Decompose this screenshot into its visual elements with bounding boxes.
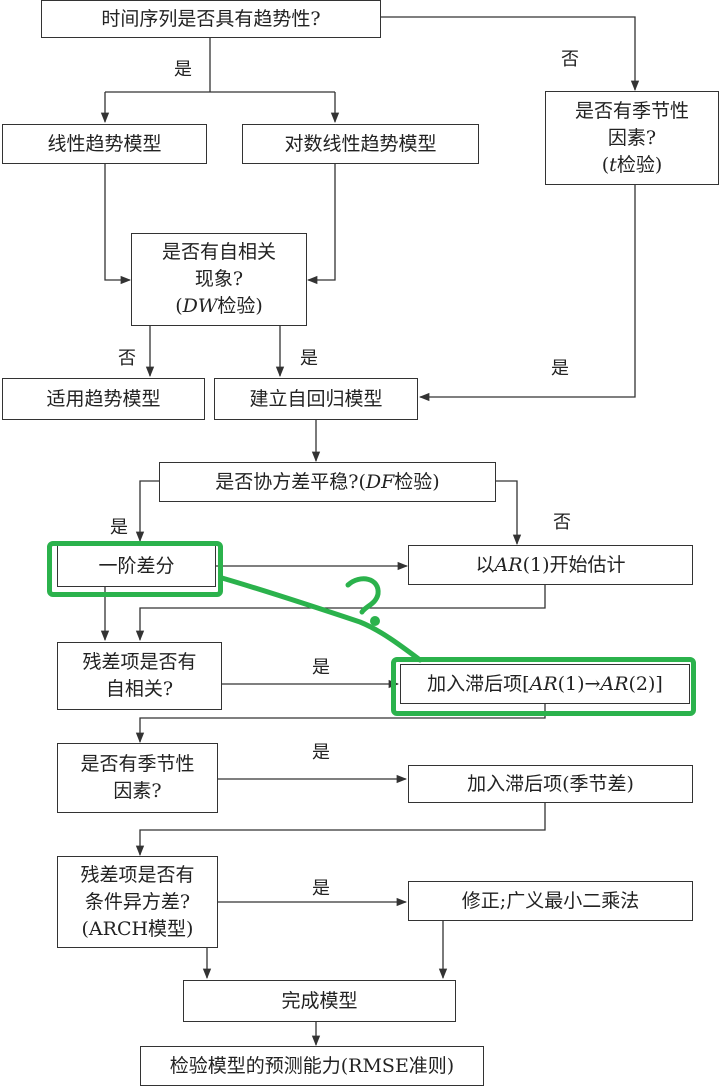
- add-lag-text: 加入滞后项[AR(1)→AR(2)]: [427, 672, 663, 695]
- edge-label-no-trend: 否: [561, 49, 579, 70]
- autocorr-q-line2: 现象?: [194, 268, 244, 290]
- validate-box: 检验模型的预测能力(RMSE准则): [140, 1046, 484, 1086]
- add-seasonal-lag-text: 加入滞后项(季节差): [467, 772, 634, 795]
- complete-model-text: 完成模型: [281, 989, 358, 1012]
- edge-label-yes-autocorr: 是: [300, 348, 318, 369]
- gls-fix-box: 修正;广义最小二乘法: [408, 881, 693, 921]
- handwritten-annotation-stroke: [219, 575, 423, 663]
- edge-label-yes-residual: 是: [312, 657, 330, 678]
- log-linear-trend-text: 对数线性趋势模型: [284, 132, 437, 155]
- seasonal-q1-line3: (t检验): [601, 153, 663, 176]
- start-ar1-box: 以AR(1)开始估计: [408, 545, 693, 585]
- seasonal-q1-line2: 因素?: [607, 126, 657, 149]
- seasonal-question-box-1: 是否有季节性 因素? (t检验): [545, 91, 719, 185]
- autocorr-q-line1: 是否有自相关: [161, 241, 276, 263]
- seasonal-q2-line2: 因素?: [113, 780, 162, 802]
- validate-text: 检验模型的预测能力(RMSE准则): [169, 1054, 455, 1077]
- gls-fix-text: 修正;广义最小二乘法: [461, 889, 640, 912]
- edge-label-yes-seasonal2: 是: [312, 742, 330, 763]
- complete-model-box: 完成模型: [183, 980, 456, 1022]
- trend-question-text: 时间序列是否具有趋势性?: [101, 7, 321, 30]
- add-lag-box: 加入滞后项[AR(1)→AR(2)]: [400, 664, 690, 704]
- seasonal-question-box-2: 是否有季节性 因素?: [57, 743, 218, 813]
- edge-label-yes-trend: 是: [174, 59, 192, 80]
- residual-autocorr-box: 残差项是否有 自相关?: [57, 642, 222, 710]
- edge-label-yes-seasonal: 是: [551, 358, 569, 379]
- apply-trend-box: 适用趋势模型: [2, 378, 205, 420]
- arch-q-line3: (ARCH模型): [81, 917, 194, 940]
- arch-q-line2: 条件异方差?: [84, 890, 191, 913]
- seasonal-q1-line1: 是否有季节性: [574, 99, 689, 122]
- arch-q-line1: 残差项是否有: [80, 863, 195, 886]
- highlight-first-diff: [47, 541, 223, 597]
- residual-autocorr-line2: 自相关?: [105, 678, 174, 700]
- edge-label-yes-arch: 是: [312, 878, 330, 899]
- first-diff-text: 一阶差分: [98, 554, 175, 577]
- autocorr-q-line3: (DW检验): [175, 295, 263, 317]
- first-diff-box: 一阶差分: [57, 545, 216, 587]
- seasonal-q2-line1: 是否有季节性: [80, 753, 195, 775]
- apply-trend-text: 适用趋势模型: [46, 387, 161, 410]
- edge-label-no-cov: 否: [553, 512, 571, 533]
- edge-label-yes-cov: 是: [110, 517, 128, 538]
- start-ar1-text: 以AR(1)开始估计: [475, 553, 626, 576]
- add-seasonal-lag-box: 加入滞后项(季节差): [408, 765, 693, 803]
- cov-stationary-text: 是否协方差平稳?(DF检验): [215, 470, 440, 493]
- linear-trend-box: 线性趋势模型: [2, 124, 207, 164]
- autocorr-question-box: 是否有自相关 现象? (DW检验): [131, 233, 307, 326]
- residual-autocorr-line1: 残差项是否有: [82, 651, 197, 673]
- arch-question-box: 残差项是否有 条件异方差? (ARCH模型): [57, 856, 218, 948]
- log-linear-trend-box: 对数线性趋势模型: [242, 124, 479, 164]
- build-ar-box: 建立自回归模型: [214, 378, 418, 420]
- edge-label-no-autocorr: 否: [118, 348, 136, 369]
- cov-stationary-box: 是否协方差平稳?(DF检验): [159, 462, 496, 502]
- build-ar-text: 建立自回归模型: [249, 387, 383, 410]
- trend-question-box: 时间序列是否具有趋势性?: [41, 0, 381, 38]
- linear-trend-text: 线性趋势模型: [47, 132, 162, 155]
- highlight-add-lag: [391, 657, 696, 716]
